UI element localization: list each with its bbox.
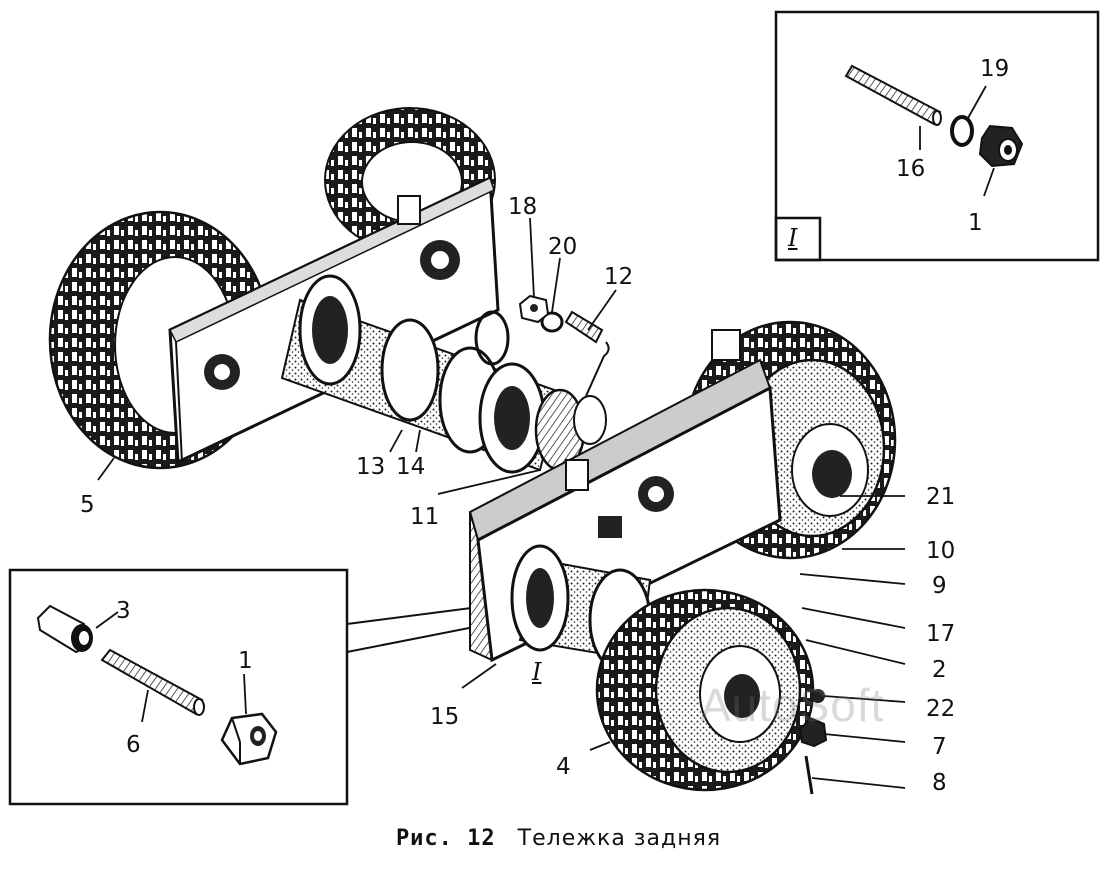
label-18: 18	[508, 194, 538, 220]
label-22: 22	[926, 696, 956, 722]
label-6: 6	[126, 732, 141, 758]
leader-lines	[95, 85, 995, 789]
label-9: 9	[932, 573, 947, 599]
wheel-4	[595, 588, 815, 792]
label-13: 13	[356, 454, 386, 480]
seal-ring	[474, 310, 510, 366]
stud-16	[844, 64, 942, 126]
axle-tube-13-14	[280, 274, 562, 474]
label-15: 15	[430, 704, 460, 730]
pin-8	[804, 755, 814, 795]
label-4: 4	[556, 754, 571, 780]
label-1-top: 1	[968, 210, 983, 236]
watermark: AutoSoft	[700, 679, 885, 731]
label-1-left: 1	[238, 648, 253, 674]
figure-title: Тележка задняя	[517, 826, 722, 851]
label-19: 19	[980, 56, 1010, 82]
label-7: 7	[932, 734, 947, 760]
label-5: 5	[80, 492, 95, 518]
bushing-3	[36, 604, 93, 654]
stud-6	[100, 648, 205, 716]
washer-19	[950, 115, 974, 147]
inset-frame-top-right	[774, 10, 1100, 262]
label-10: 10	[926, 538, 956, 564]
label-8: 8	[932, 770, 947, 796]
inset-tag-top: I	[788, 224, 798, 252]
splined-shaft-11	[534, 388, 607, 472]
label-16: 16	[896, 156, 926, 182]
label-17: 17	[926, 621, 956, 647]
inset-frame-bottom-left	[8, 568, 349, 806]
plug-22	[811, 689, 825, 703]
label-2: 2	[932, 657, 947, 683]
hub-section-tag: I	[532, 658, 542, 686]
cotter-pin-12	[585, 341, 610, 397]
figure-caption: Рис. 12 Тележка задняя	[0, 826, 1117, 851]
label-20: 20	[548, 234, 578, 260]
nut-1-inset-left	[220, 712, 278, 766]
nut-7	[798, 716, 828, 748]
bolt-12	[564, 310, 604, 344]
nut-1-inset-top	[978, 124, 1024, 168]
washer-20	[540, 311, 564, 333]
label-11: 11	[410, 504, 440, 530]
figure-number: Рис. 12	[395, 826, 496, 851]
label-12: 12	[604, 264, 634, 290]
label-3: 3	[116, 598, 131, 624]
label-14: 14	[396, 454, 426, 480]
label-21: 21	[926, 484, 956, 510]
nut-18	[518, 294, 550, 324]
